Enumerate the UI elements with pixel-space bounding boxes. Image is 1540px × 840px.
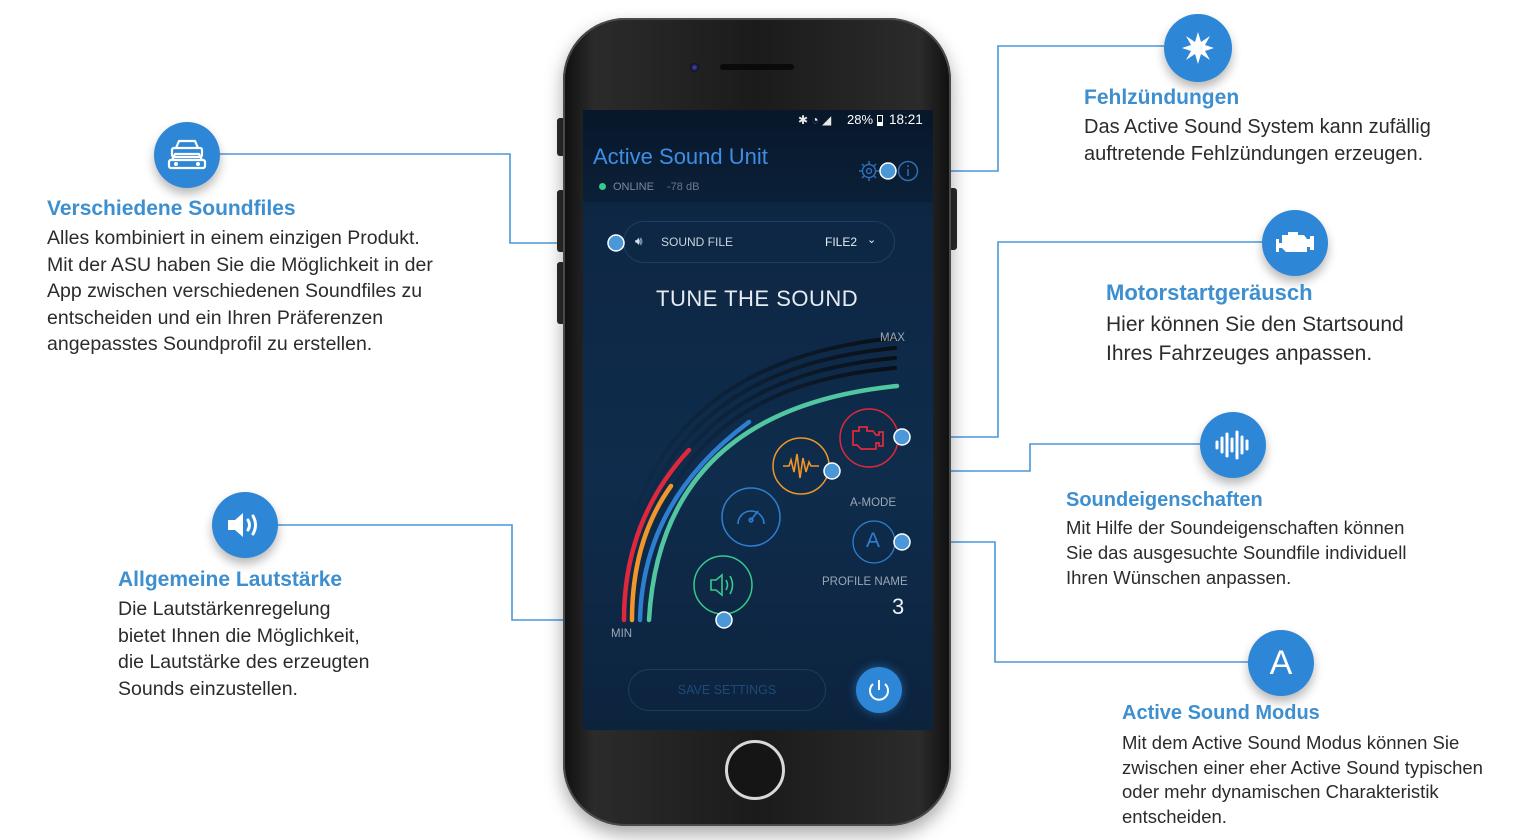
max-label: MAX: [880, 332, 905, 344]
app-screen: ✱ ◔ ◢ 28% 18:21 Active Sound Unit ONLINE…: [583, 110, 933, 730]
phone-volume-up: [557, 190, 565, 252]
engine-icon: [1276, 232, 1314, 252]
speaker-icon: [228, 513, 257, 537]
app-title: Active Sound Unit: [593, 144, 768, 169]
soundfiles-badge: [154, 122, 220, 188]
power-button[interactable]: [856, 667, 902, 713]
lautstaerke-badge: [212, 492, 278, 558]
power-icon: [869, 680, 889, 701]
phone-power-button: [949, 188, 957, 250]
sound-file-value: FILE2: [825, 235, 858, 249]
app-header: [583, 110, 933, 202]
modus-title: Active Sound Modus: [1122, 702, 1320, 724]
lautstaerke-text: Die Lautstärkenregelung bietet Ihnen die…: [118, 598, 370, 700]
profile-name-label: PROFILE NAME: [822, 576, 908, 588]
letter-a-icon: A: [1269, 643, 1293, 682]
speedometer-icon: [737, 510, 765, 525]
soundeigenschaften-title: Soundeigenschaften: [1066, 489, 1263, 511]
modus-badge: A: [1248, 630, 1314, 696]
online-dot: [599, 183, 606, 190]
info-icon[interactable]: [897, 160, 919, 182]
soundeigenschaften-text: Mit Hilfe der Soundeigenschaften können …: [1066, 517, 1407, 588]
engine-start-icon: [852, 426, 884, 450]
battery-icon: [877, 115, 883, 126]
motorstart-badge: [1262, 210, 1328, 276]
spark-icon: [1182, 32, 1214, 64]
car-icon: [167, 139, 207, 170]
phone-volume-down: [557, 262, 565, 324]
arc-red: [621, 447, 692, 623]
fehlzuendungen-badge: [1164, 14, 1232, 82]
volume-knob-icon: [710, 573, 734, 597]
status-icons: ✱ ◔ ◢: [798, 113, 832, 127]
motorstart-title: Motorstartgeräusch: [1106, 280, 1313, 305]
lautstaerke-title: Allgemeine Lautstärke: [118, 568, 343, 591]
save-settings-label: SAVE SETTINGS: [677, 683, 777, 697]
save-settings-button[interactable]: SAVE SETTINGS: [628, 669, 826, 711]
orange-waveform-icon: [783, 453, 819, 479]
clock: 18:21: [889, 112, 923, 127]
amode-letter: A: [866, 529, 881, 552]
sound-file-selector[interactable]: 🔊︎ SOUND FILE FILE2 ⌄: [623, 221, 895, 263]
soundfiles-title: Verschiedene Soundfiles: [47, 197, 296, 220]
sound-file-label: SOUND FILE: [661, 235, 734, 249]
arc-blue: [637, 419, 752, 623]
motorstart-text: Hier können Sie den Startsound Ihres Fah…: [1106, 313, 1404, 365]
tuning-dial[interactable]: [583, 110, 933, 730]
fehlzuendungen-text: Das Active Sound System kann zufällig au…: [1084, 116, 1431, 165]
online-status: ONLINE: [613, 181, 654, 193]
soundeigenschaften-badge: [1200, 412, 1266, 478]
arc-orange: [629, 483, 674, 623]
gear-icon[interactable]: [858, 160, 880, 182]
min-label: MIN: [611, 628, 633, 640]
phone-mute-switch: [557, 118, 565, 156]
fehlzuendungen-title: Fehlzündungen: [1084, 86, 1240, 109]
modus-text: Mit dem Active Sound Modus können Sie zw…: [1122, 732, 1483, 827]
soundfiles-text: Alles kombiniert in einem einzigen Produ…: [47, 227, 433, 355]
tune-heading: TUNE THE SOUND: [656, 286, 859, 311]
phone-home-button[interactable]: [725, 740, 785, 800]
signal-strength: -78 dB: [667, 181, 700, 193]
battery-percent: 28%: [847, 112, 874, 127]
phone-camera: [690, 63, 699, 72]
amode-label: A-MODE: [850, 497, 896, 509]
chevron-down-icon: ⌄: [867, 234, 877, 246]
arc-green: [646, 383, 900, 623]
volume-small-icon: 🔊︎: [635, 234, 643, 248]
profile-name-value: 3: [892, 594, 905, 619]
speed-knob[interactable]: [721, 487, 781, 547]
phone-speaker: [720, 64, 794, 70]
waveform-icon: [1215, 430, 1249, 460]
